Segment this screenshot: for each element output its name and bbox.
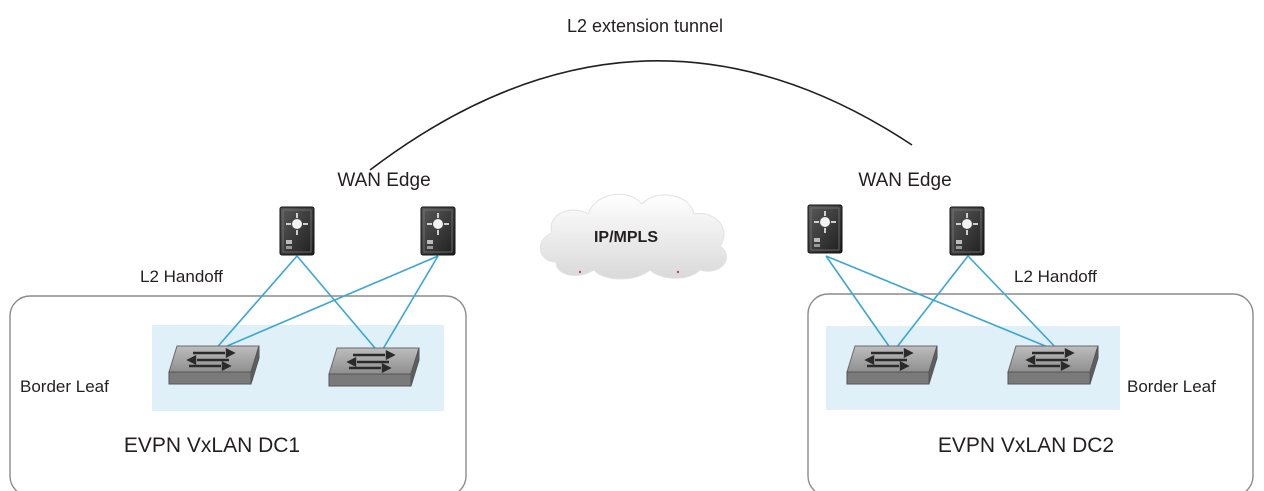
dc2-handoff-label: L2 Handoff: [1014, 267, 1097, 286]
dc1-border-leaf-label: Border Leaf: [20, 377, 109, 396]
dc2-border-leaf-label: Border Leaf: [1127, 377, 1216, 396]
dc1-links: [212, 255, 439, 355]
dc2-wan-edge-router-1: [807, 204, 843, 254]
dc2-boundary: [807, 293, 1254, 491]
dc1-wan-edge-router-1: [279, 206, 315, 256]
dc1-wan-edge-label: WAN Edge: [337, 170, 430, 191]
dc1-wan-edge-router-2: [420, 206, 456, 256]
dc1-border-leaf-switch-1: [167, 344, 261, 386]
dc2-border-leaf-switch-2: [1006, 344, 1100, 386]
cloud-label: IP/MPLS: [594, 229, 658, 246]
dc2-links: [825, 255, 1061, 353]
dc1-border-leaf-switch-2: [327, 346, 421, 388]
dc2-wan-edge-label: WAN Edge: [858, 170, 951, 191]
cloud-icon: [540, 193, 727, 280]
l2-extension-tunnel: [369, 60, 913, 171]
dc2-border-leaf-switch-1: [845, 344, 939, 386]
dc2-name-label: EVPN VxLAN DC2: [938, 434, 1114, 457]
dc1-boundary: [9, 295, 467, 491]
dc1-handoff-label: L2 Handoff: [140, 267, 223, 286]
dc1-name-label: EVPN VxLAN DC1: [124, 434, 300, 457]
dc2-wan-edge-router-2: [949, 206, 985, 256]
tunnel-label: L2 extension tunnel: [567, 16, 723, 36]
